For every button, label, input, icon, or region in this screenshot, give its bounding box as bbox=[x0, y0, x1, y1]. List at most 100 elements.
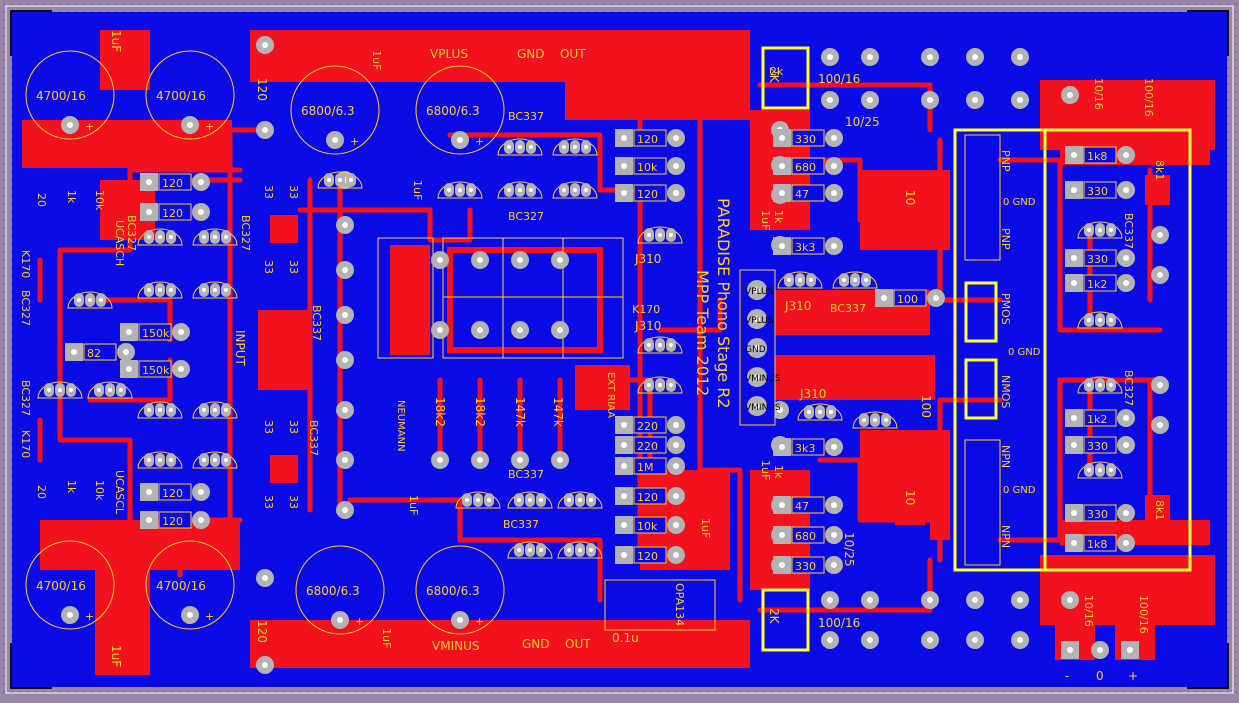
connector-pin-label: VMINUS bbox=[745, 374, 781, 384]
pad bbox=[336, 261, 354, 279]
res-20-bottom: 20 bbox=[35, 485, 48, 499]
electrolytic-capacitor: 6800/6.3+ bbox=[295, 545, 385, 635]
bc327-left2-label: BC327 bbox=[19, 290, 32, 326]
pad bbox=[773, 526, 791, 544]
pad bbox=[825, 496, 843, 514]
pad bbox=[1151, 226, 1169, 244]
cap-100-16-top: 100/16 bbox=[818, 72, 860, 86]
pad bbox=[140, 203, 158, 221]
resistor-value: 10k bbox=[637, 161, 658, 174]
transistor bbox=[852, 411, 898, 429]
pad bbox=[966, 631, 984, 649]
pad bbox=[1065, 409, 1083, 427]
gnd-bottom-label: GND bbox=[522, 637, 550, 651]
resistor-value: 330 bbox=[795, 560, 816, 573]
pad bbox=[1011, 591, 1029, 609]
pad bbox=[431, 451, 449, 469]
pad bbox=[667, 416, 685, 434]
pad bbox=[471, 321, 489, 339]
pad bbox=[431, 321, 449, 339]
output-stage-outline-right bbox=[1043, 128, 1192, 572]
pad bbox=[140, 483, 158, 501]
connector-pin-label: VPLUS bbox=[745, 316, 774, 326]
transistor bbox=[1077, 221, 1123, 239]
resistor-value: 47 bbox=[795, 188, 809, 201]
resistor-value: 150k bbox=[142, 364, 170, 377]
res-8k1-bottom: 8k1 bbox=[1153, 500, 1166, 520]
k170-bottom-label: K170 bbox=[19, 430, 32, 458]
j310-right-top-label: J310 bbox=[784, 299, 811, 313]
res-20-top: 20 bbox=[35, 193, 48, 207]
pad bbox=[140, 511, 158, 529]
pad bbox=[1117, 146, 1135, 164]
pad bbox=[773, 438, 791, 456]
electrolytic-capacitor: 4700/16+ bbox=[145, 540, 235, 630]
resistor: 3k3 bbox=[773, 237, 843, 255]
resistor-value: 1k8 bbox=[1087, 150, 1107, 163]
resistor: 120 bbox=[140, 483, 210, 501]
pad bbox=[821, 48, 839, 66]
pad bbox=[1065, 249, 1083, 267]
pad bbox=[615, 129, 633, 147]
resistor-value: 82 bbox=[87, 347, 101, 360]
pad bbox=[1065, 504, 1083, 522]
pad bbox=[336, 351, 354, 369]
transistor bbox=[137, 228, 183, 246]
pad bbox=[615, 487, 633, 505]
pad bbox=[773, 129, 791, 147]
connector-pin: VMINUS bbox=[745, 367, 781, 387]
resistor-value: 150k bbox=[142, 327, 170, 340]
resistor: 150k bbox=[120, 323, 190, 341]
pad bbox=[1117, 181, 1135, 199]
res-33-a: 33 bbox=[262, 185, 275, 199]
pad bbox=[861, 631, 879, 649]
transistor bbox=[192, 281, 238, 299]
capacitor-value: 6800/6.3 bbox=[426, 104, 480, 118]
pad bbox=[773, 184, 791, 202]
pad bbox=[1151, 416, 1169, 434]
resistor-value: 220 bbox=[637, 420, 658, 433]
pad bbox=[471, 251, 489, 269]
k170-top-label: K170 bbox=[19, 250, 32, 278]
nmos-label: NMOS bbox=[999, 375, 1012, 408]
resistor-value: 1k8 bbox=[1087, 538, 1107, 551]
pad bbox=[861, 591, 879, 609]
pad bbox=[181, 116, 199, 134]
res-10k-top: 10k bbox=[93, 190, 106, 211]
resistor: 220 bbox=[615, 436, 685, 454]
pad bbox=[667, 436, 685, 454]
pad bbox=[192, 203, 210, 221]
resistor: 680 bbox=[773, 157, 843, 175]
capacitor-value: 6800/6.3 bbox=[426, 584, 480, 598]
bc337-mid-label: BC337 bbox=[508, 468, 544, 481]
resistor: 120 bbox=[140, 173, 210, 191]
transistor bbox=[137, 451, 183, 469]
cap-1uf-right-bottom: 1uF bbox=[759, 460, 772, 480]
electrolytic-capacitor: 6800/6.3+ bbox=[415, 545, 505, 635]
resistor: 150k bbox=[120, 360, 190, 378]
trimmer-top-outline bbox=[761, 46, 810, 110]
resistor: 330 bbox=[1065, 504, 1135, 522]
resistor: 1k2 bbox=[1065, 274, 1135, 292]
zero-gnd-mid: 0 GND bbox=[1008, 347, 1041, 358]
pad bbox=[1011, 48, 1029, 66]
pad bbox=[1151, 376, 1169, 394]
resistor-value: 330 bbox=[1087, 185, 1108, 198]
transistors bbox=[37, 138, 1123, 559]
transistor bbox=[637, 336, 683, 354]
out-bottom-label: OUT bbox=[565, 637, 591, 651]
resistor-value: 120 bbox=[162, 207, 183, 220]
transistor bbox=[497, 138, 543, 156]
pot-2k-top: 2K bbox=[767, 67, 781, 84]
resistor: 1M bbox=[615, 457, 685, 475]
transistor bbox=[137, 281, 183, 299]
pad bbox=[927, 289, 945, 307]
res-33-d: 33 bbox=[287, 260, 300, 274]
bc327-left-label: BC327 bbox=[125, 215, 138, 251]
resistor: 3k3 bbox=[773, 438, 843, 456]
cap-100-16-right-top: 100/16 bbox=[1142, 78, 1155, 117]
res-8k1-top: 8k1 bbox=[1153, 160, 1166, 180]
